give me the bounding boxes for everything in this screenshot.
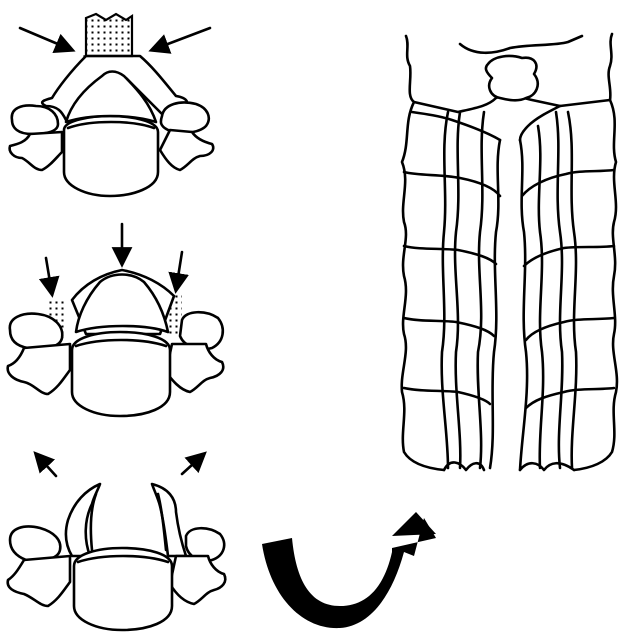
- curved-arrow-icon: [262, 512, 436, 628]
- facet-left: [10, 527, 60, 561]
- transverse-process-right: [170, 556, 225, 604]
- transverse-process-left: [10, 132, 62, 170]
- arrow-icon: [46, 258, 52, 294]
- bone-block: [84, 14, 140, 56]
- facet-left: [12, 106, 58, 134]
- facet-right: [161, 103, 209, 133]
- arrow-icon: [36, 454, 56, 476]
- vertebral-body: [64, 116, 158, 196]
- transverse-process-left: [8, 344, 70, 394]
- arrow-icon: [176, 252, 182, 290]
- transverse-process-right: [166, 344, 223, 392]
- arrow-icon: [182, 454, 204, 474]
- arrow-icon: [152, 28, 210, 50]
- transverse-process-left: [8, 556, 70, 606]
- arrow-icon: [20, 28, 72, 50]
- vertebra-panel-3: [8, 454, 226, 630]
- vertebral-body: [72, 332, 170, 416]
- vertebra-panel-2: [8, 224, 224, 416]
- laminoplasty-spine-icon: [402, 34, 617, 470]
- transverse-process-right: [160, 130, 213, 170]
- vertebra-panel-1: [10, 14, 214, 196]
- facet-left: [10, 314, 62, 349]
